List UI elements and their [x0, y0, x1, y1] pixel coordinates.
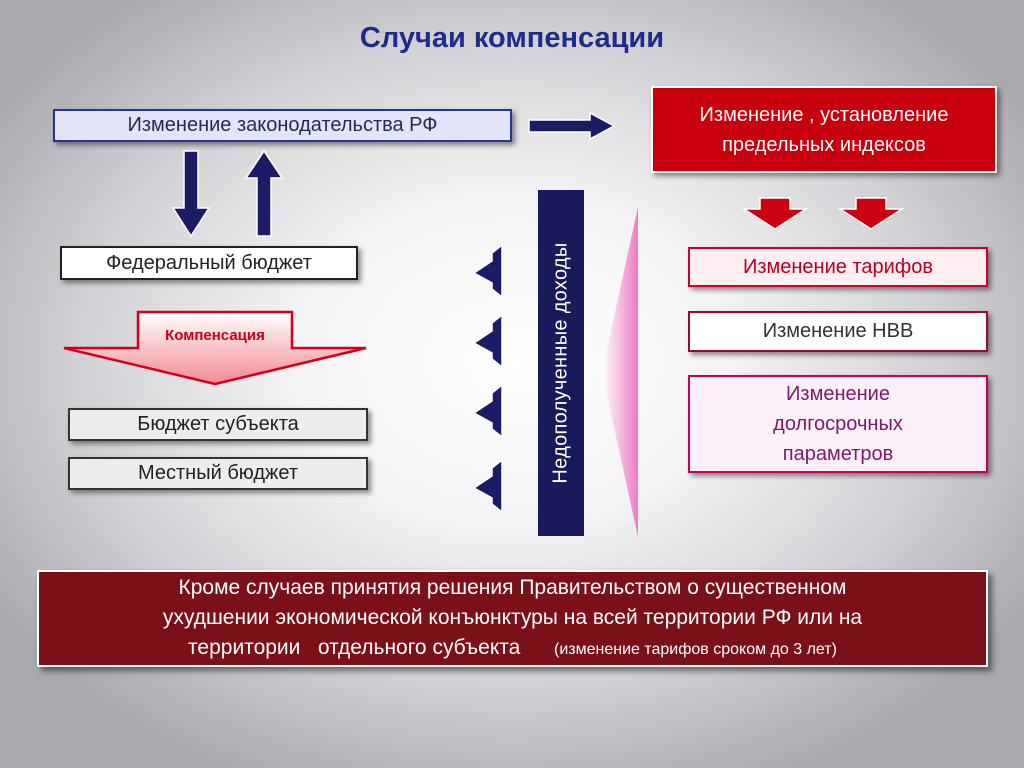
indexes-change-box: Изменение , установление предельных инде…: [651, 86, 997, 173]
subject-budget-box: Бюджет субъекта: [68, 408, 368, 441]
red-down-arrow-icon: [837, 197, 905, 230]
lost-income-box: [538, 190, 584, 536]
exception-line2: ухудшении экономической конъюнктуры на в…: [162, 605, 863, 629]
compensation-label: Компенсация: [165, 327, 265, 344]
indexes-label-line2: предельных индексов: [722, 133, 926, 156]
federal-budget-box: Федеральный бюджет: [60, 246, 358, 280]
exception-line3-text: территории отдельного субъекта: [188, 635, 521, 659]
nvv-change-label: Изменение НВВ: [762, 320, 914, 342]
exception-note-box: Кроме случаев принятия решения Правитель…: [37, 570, 988, 667]
right-arrow-icon: [528, 111, 616, 141]
exception-line3: территории отдельного субъекта (изменени…: [188, 633, 837, 665]
long-term-label-line3: параметров: [782, 443, 894, 465]
left-chevron-icon: [472, 313, 503, 369]
local-budget-box: Местный бюджет: [68, 457, 368, 490]
compensation-arrow-icon: [63, 310, 367, 386]
pink-wedge-shape: [602, 207, 638, 537]
law-change-label: Изменение законодательства РФ: [127, 114, 438, 136]
local-budget-label: Местный бюджет: [138, 462, 298, 484]
long-term-params-box: Изменение долгосрочных параметров: [688, 375, 988, 473]
law-change-box: Изменение законодательства РФ: [53, 109, 512, 142]
page-title: Случаи компенсации: [359, 22, 665, 54]
left-chevron-icon: [472, 243, 503, 299]
federal-budget-label: Федеральный бюджет: [106, 251, 312, 274]
up-arrow-icon: [244, 149, 284, 237]
indexes-label-line1: Изменение , установление: [699, 103, 949, 126]
left-chevron-icon: [472, 383, 503, 439]
lost-income-label: Недополученные доходы: [549, 242, 572, 484]
down-arrow-icon: [171, 150, 211, 238]
subject-budget-label: Бюджет субъекта: [137, 413, 299, 435]
long-term-label-line1: Изменение: [786, 383, 890, 405]
exception-line1: Кроме случаев принятия решения Правитель…: [178, 575, 847, 599]
nvv-change-box: Изменение НВВ: [688, 311, 988, 352]
tariff-change-label: Изменение тарифов: [742, 255, 934, 278]
long-term-label-line2: долгосрочных: [773, 413, 903, 435]
red-down-arrow-icon: [741, 197, 809, 230]
left-chevron-icon: [472, 458, 503, 514]
tariff-change-box: Изменение тарифов: [688, 247, 988, 287]
exception-note: (изменение тарифов сроком до 3 лет): [554, 640, 837, 658]
